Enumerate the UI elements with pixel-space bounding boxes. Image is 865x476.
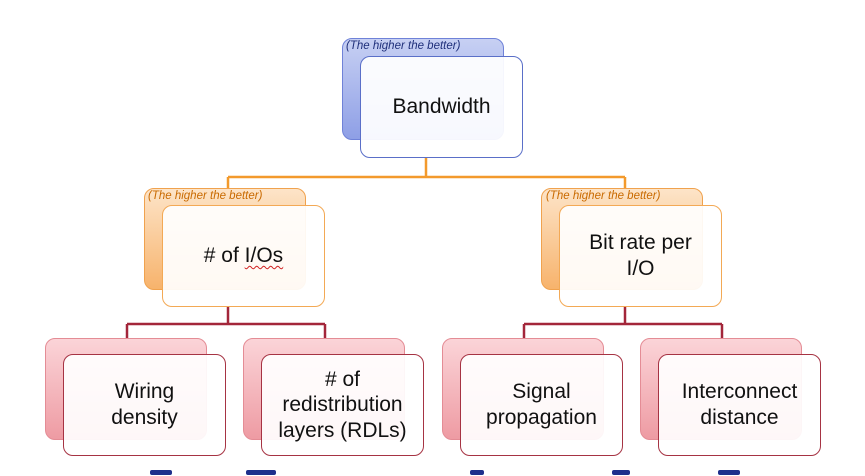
root-connectors	[226, 158, 627, 190]
rdl-node: # of redistribution layers (RDLs)	[261, 354, 424, 456]
signal-label: Signal propagation	[486, 380, 597, 429]
bitrate-note: (The higher the better)	[546, 190, 661, 202]
wiring-label: Wiring density	[111, 380, 178, 429]
ios-note: (The higher the better)	[148, 190, 263, 202]
right-connectors	[522, 307, 724, 338]
root-label: Bandwidth	[392, 95, 491, 119]
rdl-label: # of redistribution layers (RDLs)	[278, 367, 407, 442]
ios-label-marked: I/Os	[244, 244, 284, 268]
cropped-text-strip	[0, 468, 865, 476]
root-note: (The higher the better)	[346, 40, 461, 52]
bitrate-node: Bit rate per I/O	[559, 205, 722, 307]
signal-node: Signal propagation	[460, 354, 623, 456]
left-connectors	[125, 307, 327, 338]
interconnect-label: Interconnect distance	[681, 380, 798, 429]
bitrate-label: Bit rate per I/O	[589, 231, 692, 280]
ios-node: # of I/Os	[162, 205, 325, 307]
ios-label: # of I/Os	[203, 244, 284, 268]
root-node: Bandwidth	[360, 56, 523, 158]
wiring-node: Wiring density	[63, 354, 226, 456]
interconnect-node: Interconnect distance	[658, 354, 821, 456]
